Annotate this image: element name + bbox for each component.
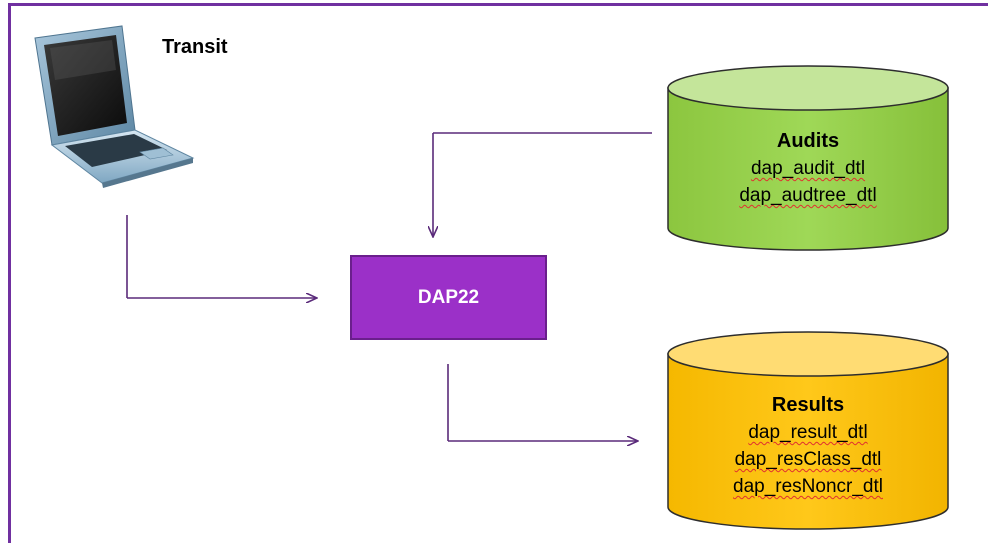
- diagram-frame: [8, 3, 988, 543]
- audits-title: Audits: [776, 130, 840, 152]
- audits-table-name: dap_audtree_dtl: [668, 182, 948, 209]
- dap22-label: DAP22: [417, 286, 480, 308]
- audits-database-cylinder: [667, 65, 949, 251]
- dap22-process-box: DAP22: [350, 255, 547, 340]
- audits-table-2: dap_audtree_dtl: [739, 185, 877, 206]
- results-database-cylinder: [667, 331, 949, 530]
- transit-label: Transit: [162, 36, 228, 58]
- results-table-name: dap_result_dtl: [668, 419, 948, 446]
- results-title: Results: [771, 394, 845, 416]
- results-table-2: dap_resClass_dtl: [734, 449, 882, 470]
- results-table-name: dap_resClass_dtl: [668, 446, 948, 473]
- results-database-text: Results dap_result_dtl dap_resClass_dtl …: [668, 392, 948, 500]
- results-table-name: dap_resNoncr_dtl: [668, 473, 948, 500]
- results-table-1: dap_result_dtl: [748, 422, 868, 443]
- results-table-3: dap_resNoncr_dtl: [733, 476, 883, 497]
- audits-database-text: Audits dap_audit_dtl dap_audtree_dtl: [668, 128, 948, 209]
- audits-table-1: dap_audit_dtl: [750, 158, 866, 179]
- laptop-icon: [34, 25, 195, 188]
- audits-table-name: dap_audit_dtl: [668, 155, 948, 182]
